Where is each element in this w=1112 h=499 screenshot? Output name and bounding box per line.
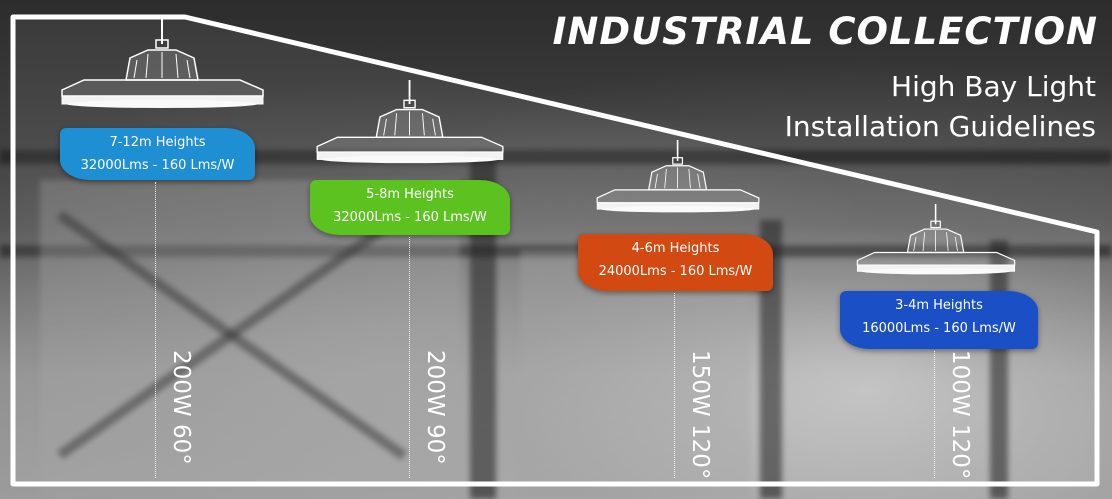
high-bay-lamp-icon <box>61 18 264 108</box>
lamp-2-drop-line <box>409 237 410 478</box>
lamp-4-lumens: 16000Lms - 160 Lms/W <box>862 321 1016 336</box>
lamp-2-tag: 5-8m Heights 32000Lms - 160 Lms/W <box>310 180 510 235</box>
lamp-3-tag: 4-6m Heights 24000Lms - 160 Lms/W <box>578 234 773 291</box>
page-title: INDUSTRIAL COLLECTION <box>552 10 1098 53</box>
lamp-4-spec: 100W 120° <box>947 350 973 480</box>
lamp-3-spec: 150W 120° <box>687 350 713 480</box>
lamp-1-tag: 7-12m Heights 32000Lms - 160 Lms/W <box>60 128 255 180</box>
lamp-2-lumens: 32000Lms - 160 Lms/W <box>333 210 487 225</box>
subtitle-line-1: High Bay Light <box>891 70 1096 103</box>
lamp-3-lumens: 24000Lms - 160 Lms/W <box>598 264 753 279</box>
lamp-1-spec: 200W 60° <box>168 350 194 465</box>
high-bay-lamp-icon <box>596 140 760 213</box>
lamp-4-tag: 3-4m Heights 16000Lms - 160 Lms/W <box>840 291 1038 349</box>
lamp-2-height: 5-8m Heights <box>366 187 454 202</box>
high-bay-lamp-icon <box>316 80 504 164</box>
lamp-1-drop-line <box>155 182 156 478</box>
lamp-1-height: 7-12m Heights <box>109 135 206 150</box>
lamp-3-drop-line <box>674 293 675 478</box>
lamp-4-height: 3-4m Heights <box>895 298 983 313</box>
lamp-4-drop-line <box>934 351 935 478</box>
high-bay-lamp-icon <box>856 204 1016 275</box>
lamp-3-height: 4-6m Heights <box>631 241 720 256</box>
lamp-1-lumens: 32000Lms - 160 Lms/W <box>80 158 235 173</box>
lamp-2-spec: 200W 90° <box>422 350 448 465</box>
subtitle-line-2: Installation Guidelines <box>784 110 1096 143</box>
